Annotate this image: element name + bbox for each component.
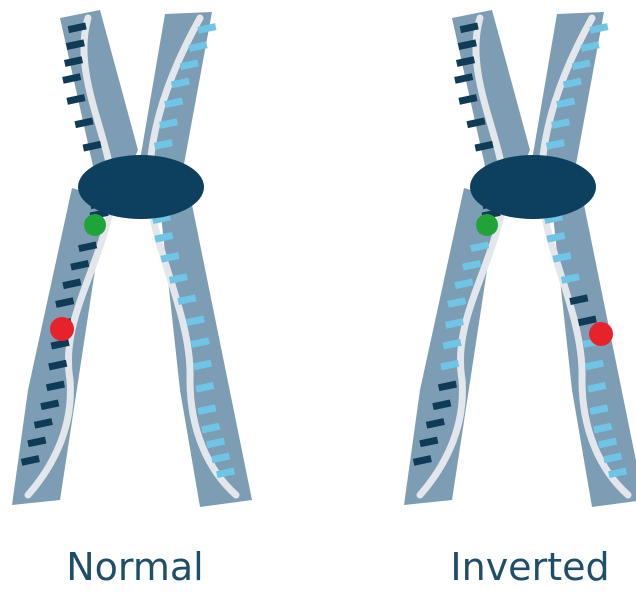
- inverted-label: Inverted: [400, 548, 636, 586]
- green-marker: [476, 214, 498, 236]
- chromatid-arm: [452, 10, 530, 180]
- green-marker: [84, 214, 106, 236]
- inverted-chromosome: [404, 10, 636, 507]
- red-marker: [50, 317, 74, 341]
- centromere: [470, 155, 596, 219]
- centromere: [78, 155, 204, 219]
- normal-chromosome: [12, 10, 252, 507]
- normal-label: Normal: [5, 548, 265, 586]
- red-marker: [589, 322, 613, 346]
- chromatid-arm: [60, 10, 138, 180]
